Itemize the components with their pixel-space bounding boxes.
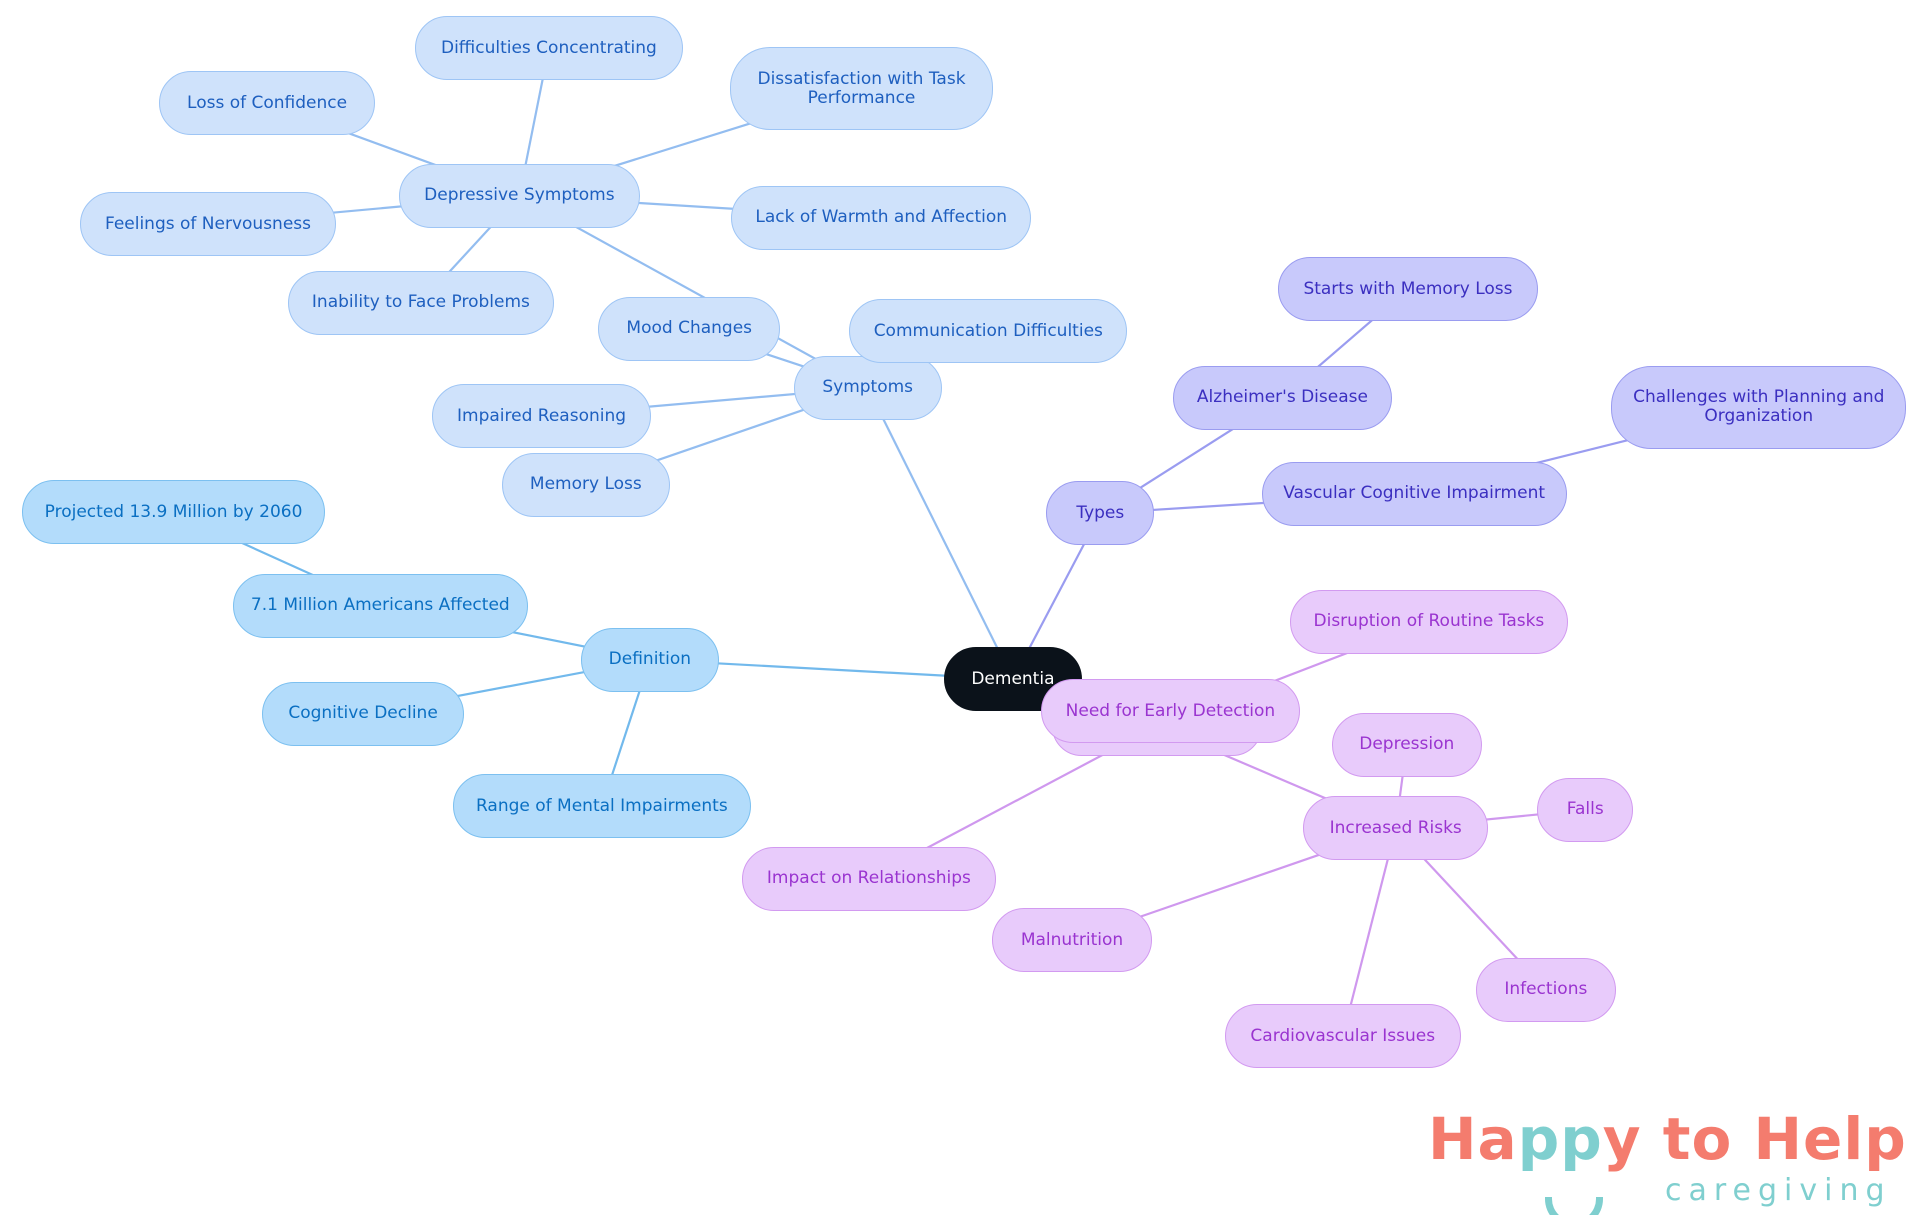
node-falls[interactable]: Falls [1537, 777, 1634, 842]
node-label: Communication Difficulties [873, 320, 1103, 341]
node-vascular[interactable]: Vascular Cognitive Impairment [1261, 461, 1567, 526]
node-label: Memory Loss [529, 474, 642, 495]
node-label: Infections [1504, 979, 1588, 1000]
node-label: Impaired Reasoning [457, 405, 627, 426]
node-malnutrition[interactable]: Malnutrition [992, 908, 1152, 973]
node-inability[interactable]: Inability to Face Problems [288, 270, 554, 335]
node-mood[interactable]: Mood Changes [598, 296, 781, 361]
node-communication[interactable]: Communication Difficulties [849, 299, 1128, 364]
logo-title-part: pp [1517, 1105, 1603, 1173]
logo-title-part: Ha [1428, 1105, 1518, 1173]
node-label: Disruption of Routine Tasks [1313, 611, 1545, 632]
node-label: Dissatisfaction with Task Performance [757, 68, 966, 108]
node-label: Types [1076, 502, 1125, 523]
node-dissatisfaction[interactable]: Dissatisfaction with Task Performance [729, 46, 994, 131]
node-label: Increased Risks [1329, 817, 1462, 838]
node-label: Mood Changes [626, 318, 753, 339]
node-projected[interactable]: Projected 13.9 Million by 2060 [22, 480, 325, 544]
node-label: Depression [1359, 734, 1455, 755]
node-nervousness[interactable]: Feelings of Nervousness [80, 192, 336, 256]
node-label: Impact on Relationships [766, 868, 971, 889]
node-label: Inability to Face Problems [311, 292, 530, 313]
node-risks[interactable]: Increased Risks [1303, 796, 1488, 861]
edge-root-symptoms [866, 387, 1014, 680]
node-planning[interactable]: Challenges with Planning and Organizatio… [1611, 365, 1907, 450]
node-depression[interactable]: Depression [1331, 712, 1482, 777]
node-warmth[interactable]: Lack of Warmth and Affection [731, 185, 1032, 250]
node-types[interactable]: Types [1046, 481, 1155, 546]
node-alzheimers[interactable]: Alzheimer's Disease [1172, 365, 1392, 430]
node-americans[interactable]: 7.1 Million Americans Affected [232, 573, 528, 638]
node-label: Symptoms [822, 377, 914, 398]
node-label: Starts with Memory Loss [1303, 278, 1513, 299]
node-label: Loss of Confidence [187, 92, 348, 113]
node-label: Projected 13.9 Million by 2060 [44, 501, 303, 522]
node-range[interactable]: Range of Mental Impairments [452, 774, 751, 839]
happy-to-help-logo: Happy to Help caregiving [1420, 1105, 1906, 1215]
node-label: Dementia [971, 668, 1055, 689]
node-cardio[interactable]: Cardiovascular Issues [1224, 1004, 1461, 1069]
node-routine[interactable]: Disruption of Routine Tasks [1289, 589, 1568, 654]
node-confidence[interactable]: Loss of Confidence [159, 71, 375, 136]
node-label: Cognitive Decline [288, 703, 438, 724]
logo-subtitle: caregiving [1665, 1173, 1892, 1208]
node-label: Feelings of Nervousness [104, 213, 312, 234]
node-label: Falls [1566, 799, 1604, 820]
node-definition[interactable]: Definition [580, 627, 719, 692]
node-depressive[interactable]: Depressive Symptoms [398, 163, 640, 228]
node-label: Depressive Symptoms [424, 185, 615, 206]
node-label: Difficulties Concentrating [440, 37, 657, 58]
node-relationships[interactable]: Impact on Relationships [742, 846, 996, 911]
node-memory[interactable]: Memory Loss [502, 452, 670, 517]
node-label: Range of Mental Impairments [475, 795, 728, 816]
node-concentrating[interactable]: Difficulties Concentrating [414, 16, 684, 80]
node-reasoning[interactable]: Impaired Reasoning [432, 384, 652, 448]
node-label: Definition [608, 649, 691, 670]
node-infections[interactable]: Infections [1475, 957, 1616, 1022]
node-label: Alzheimer's Disease [1196, 387, 1368, 408]
edge-risks-cardio [1341, 828, 1397, 1037]
logo-title-part: y to Help [1602, 1105, 1907, 1173]
smile-icon [1545, 1197, 1603, 1215]
node-cognitive[interactable]: Cognitive Decline [262, 681, 464, 746]
node-label: 7.1 Million Americans Affected [250, 595, 510, 616]
node-label: Challenges with Planning and Organizatio… [1633, 387, 1885, 427]
node-label: Vascular Cognitive Impairment [1283, 483, 1546, 504]
node-label: Need for Early Detection [1065, 700, 1276, 721]
logo-title: Happy to Help [1428, 1105, 1907, 1173]
node-startsmemory[interactable]: Starts with Memory Loss [1277, 257, 1539, 322]
node-early[interactable]: Need for Early Detection [1041, 679, 1300, 744]
edge-symptoms-depressive [518, 194, 869, 389]
node-label: Lack of Warmth and Affection [755, 207, 1008, 228]
node-label: Cardiovascular Issues [1250, 1025, 1436, 1046]
node-label: Malnutrition [1020, 929, 1124, 950]
node-symptoms[interactable]: Symptoms [793, 355, 942, 420]
